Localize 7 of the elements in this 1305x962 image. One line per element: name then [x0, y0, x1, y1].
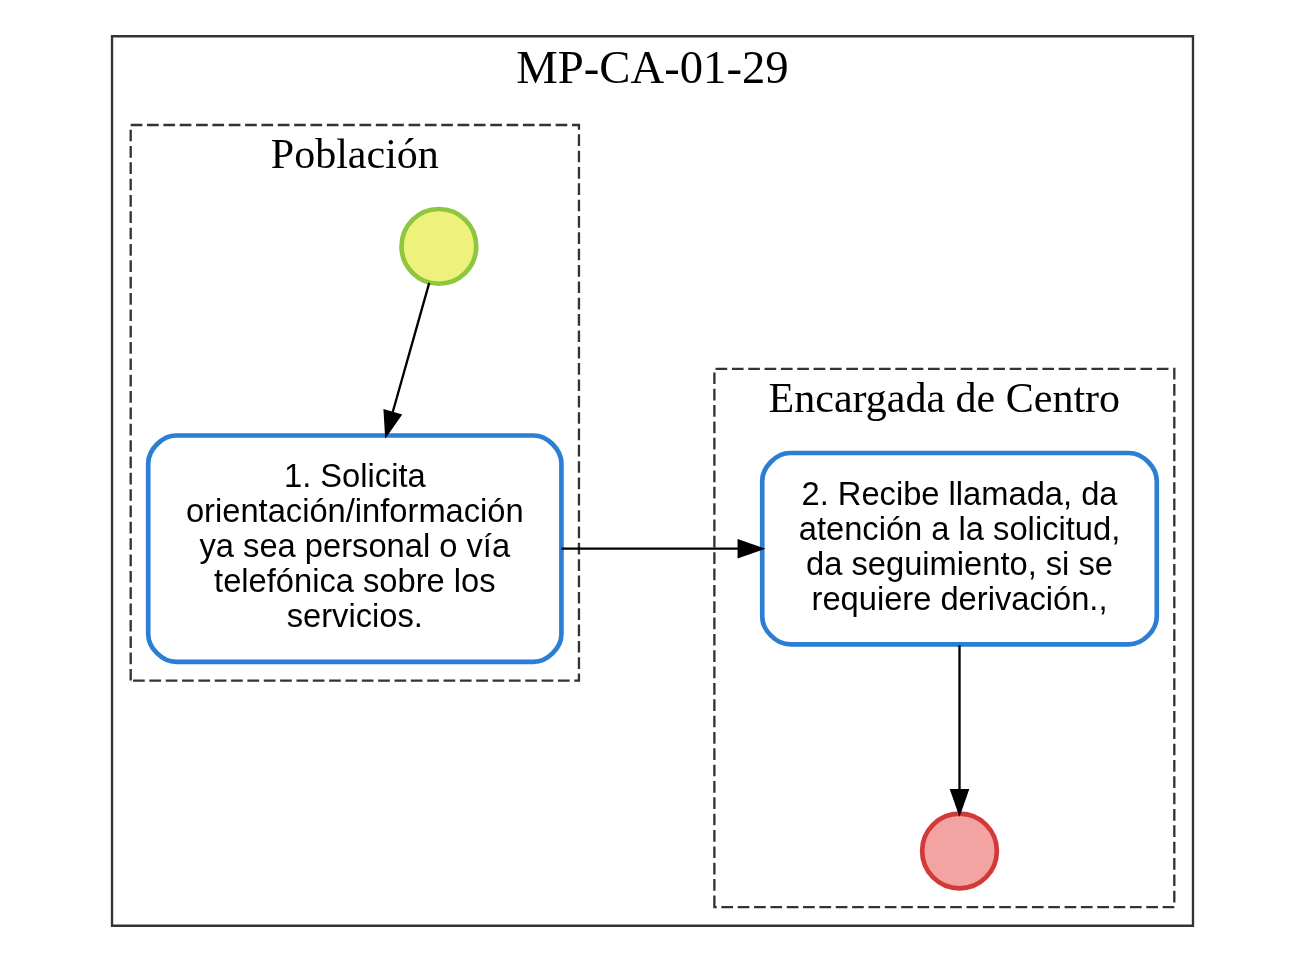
- node-circle: [919, 811, 1000, 891]
- arrow: [949, 645, 970, 817]
- arrow: [561, 538, 766, 559]
- arrow: [383, 282, 431, 439]
- node-box: 1. Solicita orientación/información ya sea personal o vía telefónica sobre los servicios.: [145, 433, 564, 665]
- node-box: 2. Recibe llamada, da atención a la solicitud, da seguimiento, si se requiere derivación.,: [759, 450, 1160, 647]
- node-circle: [399, 206, 479, 287]
